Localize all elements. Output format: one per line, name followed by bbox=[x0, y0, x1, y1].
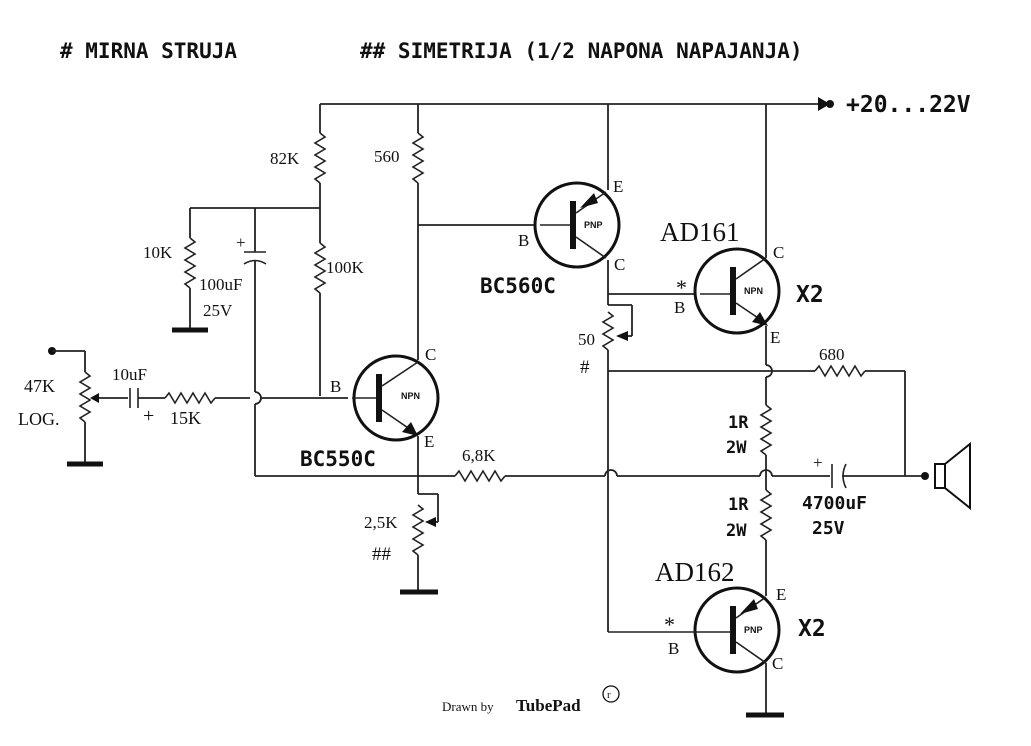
resistor-100k-label: 100K bbox=[326, 258, 365, 277]
potentiometer-log-label: LOG. bbox=[18, 409, 60, 429]
trimmer-2k5 bbox=[400, 504, 439, 595]
potentiometer-47k bbox=[67, 371, 128, 467]
ad162-star: * bbox=[664, 612, 675, 637]
capacitor-100uf-voltage: 25V bbox=[203, 301, 233, 320]
transistor-ad162: PNP bbox=[608, 586, 781, 674]
ad162-name: AD162 bbox=[655, 557, 735, 587]
potentiometer-47k-value: 47K bbox=[24, 376, 55, 396]
supply-voltage-label: +20...22V bbox=[846, 92, 971, 118]
emitter-wire-q1 bbox=[417, 436, 439, 510]
transistor-bc550c: NPN bbox=[352, 354, 440, 442]
resistor-1r-top bbox=[759, 404, 773, 490]
ad161-name: AD161 bbox=[660, 217, 740, 247]
input-terminal bbox=[48, 347, 86, 372]
transistor-ad162-type: PNP bbox=[744, 625, 763, 635]
trimmer-50-mark: # bbox=[580, 357, 590, 378]
ad161-multiplier: X2 bbox=[796, 282, 824, 308]
capacitor-10uf-plus: + bbox=[143, 405, 154, 427]
resistor-100k bbox=[313, 208, 327, 396]
bc560c-name: BC560C bbox=[480, 274, 556, 298]
q3-wires bbox=[765, 104, 773, 405]
capacitor-10uf bbox=[129, 388, 165, 408]
resistor-1r-bottom bbox=[759, 489, 773, 596]
ad162-base-label: B bbox=[668, 639, 679, 658]
title-quiescent-current: # MIRNA STRUJA bbox=[60, 39, 237, 63]
resistor-1r-bottom-value: 1R bbox=[728, 495, 749, 515]
registered-mark-letter: r bbox=[607, 689, 611, 701]
bc550c-collector-label: C bbox=[425, 345, 436, 364]
transistor-bc560c: PNP bbox=[533, 181, 621, 269]
trimmer-2k5-label: 2,5K bbox=[364, 513, 398, 532]
resistor-82k bbox=[313, 104, 327, 208]
bc550c-emitter-label: E bbox=[424, 432, 434, 451]
trimmer-2k5-mark: ## bbox=[372, 544, 392, 565]
transistor-ad161: NPN bbox=[693, 247, 781, 335]
resistor-1r-bottom-watt: 2W bbox=[726, 521, 747, 541]
resistor-1r-top-value: 1R bbox=[728, 413, 749, 433]
trimmer-50 bbox=[601, 293, 700, 632]
bc560c-emitter-label: E bbox=[613, 177, 623, 196]
capacitor-4700uf-plus: + bbox=[813, 453, 823, 472]
resistor-82k-label: 82K bbox=[270, 149, 300, 168]
ad161-star: * bbox=[676, 275, 687, 300]
resistor-1r-top-watt: 2W bbox=[726, 438, 747, 458]
transistor-ad161-type: NPN bbox=[744, 286, 763, 296]
capacitor-4700uf-voltage: 25V bbox=[812, 518, 845, 539]
supply-rail bbox=[320, 97, 830, 111]
title-symmetry: ## SIMETRIJA (1/2 NAPONA NAPAJANJA) bbox=[360, 39, 803, 63]
capacitor-100uf-value: 100uF bbox=[199, 275, 242, 294]
speaker-icon bbox=[921, 441, 971, 511]
transistor-bc550c-type: NPN bbox=[401, 391, 420, 401]
bc550c-base-label: B bbox=[330, 377, 341, 396]
resistor-6k8-label: 6,8K bbox=[462, 446, 496, 465]
resistor-680-label: 680 bbox=[819, 345, 845, 364]
ad162-collector-label: C bbox=[772, 654, 783, 673]
ad161-emitter-label: E bbox=[770, 328, 780, 347]
bc550c-name: BC550C bbox=[300, 447, 376, 471]
resistor-15k-label: 15K bbox=[170, 408, 201, 428]
ad162-multiplier: X2 bbox=[798, 616, 826, 642]
resistor-10k-label: 10K bbox=[143, 243, 173, 262]
q4-wires bbox=[746, 663, 784, 718]
ad162-emitter-label: E bbox=[776, 585, 786, 604]
resistor-15k bbox=[164, 391, 348, 405]
resistor-6k8 bbox=[255, 469, 830, 483]
bc560c-base-label: B bbox=[518, 231, 529, 250]
resistor-10k bbox=[172, 208, 208, 333]
resistor-680 bbox=[608, 364, 906, 476]
bc560c-collector-label: C bbox=[614, 255, 625, 274]
credit-prefix: Drawn by bbox=[442, 699, 494, 714]
resistor-560 bbox=[411, 104, 425, 360]
capacitor-100uf-plus: + bbox=[236, 233, 246, 252]
registered-mark-icon: r bbox=[602, 685, 620, 703]
transistor-bc560c-type: PNP bbox=[584, 220, 603, 230]
credit-name: TubePad bbox=[516, 696, 581, 715]
trimmer-50-label: 50 bbox=[578, 330, 595, 349]
capacitor-100uf bbox=[243, 208, 267, 476]
capacitor-10uf-value: 10uF bbox=[112, 365, 147, 384]
supply-terminal bbox=[826, 100, 834, 108]
ad161-base-label: B bbox=[674, 298, 685, 317]
ad161-collector-label: C bbox=[773, 243, 784, 262]
resistor-560-label: 560 bbox=[374, 147, 400, 166]
capacitor-4700uf bbox=[831, 463, 922, 489]
capacitor-4700uf-value: 4700uF bbox=[802, 493, 867, 514]
